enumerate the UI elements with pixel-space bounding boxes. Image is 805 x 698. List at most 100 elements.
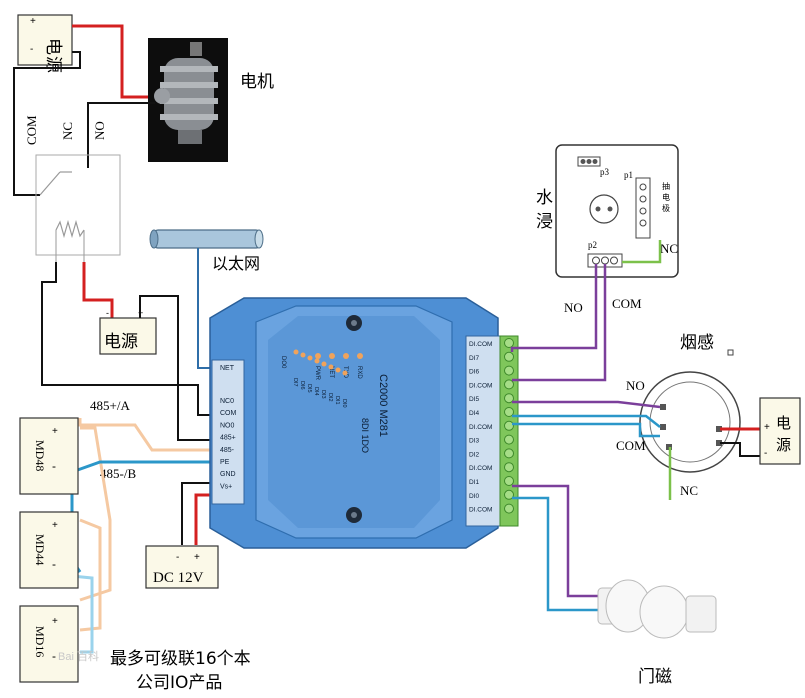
status-led-label: RXD — [356, 366, 362, 379]
right-terminal-label: DI2 — [469, 451, 480, 458]
module-md16: + - MD16 — [19, 605, 79, 683]
water-label-2: 浸 — [536, 212, 553, 232]
right-terminal-label: DI.COM — [469, 382, 492, 389]
power-supply-top: + - 电 源 — [17, 14, 73, 73]
water-sensor: p3 p1 抽 电 极 p2 — [555, 144, 679, 278]
water-com-label: COM — [612, 296, 642, 311]
relay-com-label: COM — [24, 115, 39, 145]
di-led — [293, 349, 299, 355]
wire-relay-nc0 — [41, 262, 213, 416]
relay-nc-label: NC — [60, 122, 75, 140]
di-led — [321, 361, 327, 367]
module-md48-name: MD48 — [33, 440, 47, 471]
water-strip-3: 极 — [662, 203, 670, 213]
wire-vs-dc — [194, 493, 214, 545]
terminal-screw — [504, 365, 514, 376]
device-model: C2000 M281 — [377, 374, 389, 437]
dc-label: DC 12V — [153, 570, 204, 586]
terminal-screw — [504, 351, 514, 362]
water-p3: p3 — [600, 167, 610, 177]
water-label-1: 水 — [536, 188, 553, 208]
power-mid-label: 电源 — [104, 332, 138, 352]
power-right-minus: - — [764, 448, 767, 459]
wire-water-no — [510, 264, 598, 352]
right-terminal-label: DI.COM — [469, 507, 492, 514]
power-top-minus: - — [30, 44, 33, 55]
smoke-com-label: COM — [616, 438, 646, 453]
device-type: 8DI 1DO — [360, 418, 370, 453]
status-led — [343, 353, 349, 359]
right-terminal-label: DI.COM — [469, 341, 492, 348]
module-md48: + - MD48 — [19, 417, 79, 495]
wire-motor-no — [87, 102, 155, 168]
wire-water-com — [512, 264, 607, 382]
right-terminal-label: DI1 — [469, 479, 480, 486]
power-top-label-2: 源 — [43, 56, 63, 73]
right-terminal-label: DI3 — [469, 438, 480, 445]
module-md44-plus: + — [52, 520, 58, 531]
di-led — [300, 352, 306, 358]
wire-smoke-com-2 — [512, 422, 660, 438]
left-terminal-gnd: GND — [220, 471, 236, 478]
footer-line-2: 公司IO产品 — [136, 673, 222, 693]
power-right-plus: + — [764, 422, 770, 433]
di-led-label: DI7 — [292, 378, 298, 387]
module-md16-name: MD16 — [33, 626, 47, 657]
module-md48-plus: + — [52, 426, 58, 437]
left-terminal-com: COM — [220, 410, 237, 417]
di-led — [307, 355, 313, 361]
do-led-label: DO0 — [280, 356, 286, 369]
di-led-label: DI3 — [320, 390, 326, 399]
motor — [148, 38, 228, 162]
terminal-screw — [504, 476, 514, 486]
di-led-label: DI5 — [306, 384, 312, 393]
relay-no-label: NO — [92, 121, 107, 140]
dc-plus: + — [194, 552, 200, 563]
dc-12v-supply: - + DC 12V — [145, 545, 219, 589]
power-supply-right: + - 电 源 — [759, 397, 801, 465]
door-magnet — [597, 579, 717, 639]
di-led-label: DI4 — [313, 387, 319, 396]
module-md44-minus: - — [52, 557, 56, 571]
status-led-label: NET — [328, 366, 334, 378]
module-md16-minus: - — [52, 649, 56, 663]
right-terminal-label: DI4 — [469, 410, 480, 417]
water-p2: p2 — [588, 240, 597, 250]
di-led — [342, 370, 348, 376]
smoke-no-label: NO — [626, 378, 645, 393]
wire-smoke-no — [512, 400, 661, 409]
left-terminal-485: 485- — [220, 447, 235, 454]
smoke-sensor — [639, 349, 741, 473]
power-supply-mid: 电源 - + — [99, 308, 157, 355]
right-terminal-labels: DI.COMDI7DI6DI.COMDI5DI4DI.COMDI3DI2DI.C… — [469, 341, 492, 514]
wire-gnd-dc — [181, 482, 214, 545]
left-terminal-net: NET — [220, 365, 235, 372]
power-top-plus: + — [30, 16, 36, 27]
rs485-b-label: 485-/B — [100, 466, 136, 481]
wire-door-2 — [512, 496, 598, 612]
door-label: 门磁 — [638, 667, 672, 687]
terminal-screw — [504, 462, 514, 473]
right-terminal-label: DI6 — [469, 369, 480, 376]
dc-minus: - — [176, 552, 179, 563]
terminal-screw — [504, 393, 514, 404]
right-terminal-label: DI.COM — [469, 424, 492, 431]
rs485-bus: 485+/A 485-/B — [70, 398, 214, 654]
power-top-label-1: 电 — [43, 38, 63, 55]
di-led — [328, 364, 334, 370]
water-strip-1: 抽 — [662, 181, 670, 191]
water-strip-2: 电 — [662, 192, 670, 202]
status-led-label: PWR — [314, 366, 320, 381]
di-led — [335, 367, 341, 373]
terminal-screw — [504, 434, 514, 445]
terminal-screw — [504, 489, 514, 500]
power-right-label-1: 电 — [776, 414, 791, 432]
water-no-label: NO — [564, 300, 583, 315]
smoke-nc-label: NC — [680, 483, 698, 498]
right-terminal-screws — [504, 338, 514, 514]
wire-smoke-com-1 — [512, 414, 661, 428]
di-led-label: DI0 — [341, 399, 347, 408]
module-md48-minus: - — [52, 459, 56, 473]
